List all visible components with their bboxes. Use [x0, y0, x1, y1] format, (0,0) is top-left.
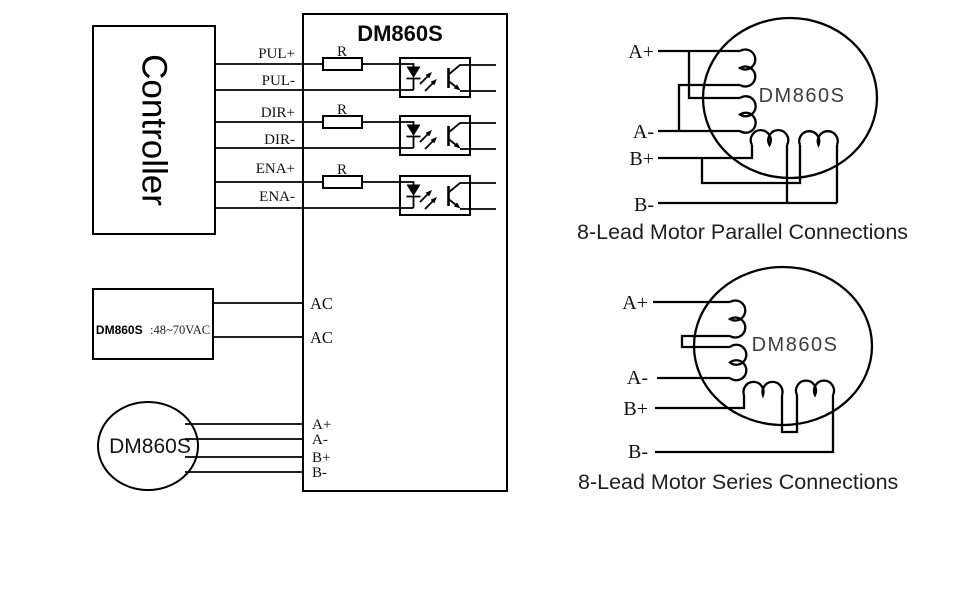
- resistor-label: R: [337, 102, 347, 118]
- series-terminal-a-plus: A+: [622, 292, 648, 314]
- parallel-coil-b1: [749, 129, 790, 148]
- power-supply-model: DM860S: [96, 323, 143, 337]
- motor-label: DM860S: [109, 435, 191, 458]
- series-caption: 8-Lead Motor Series Connections: [578, 470, 898, 494]
- motor-circle: [97, 401, 199, 491]
- resistor-label: R: [337, 162, 347, 178]
- series-connection-diagram: DM860S A+ A- B+ B- 8-Lead Motor Series C…: [578, 265, 898, 494]
- parallel-coil-a2: [737, 95, 757, 134]
- power-supply-box: [92, 288, 214, 360]
- optocoupler-row-pul: [213, 56, 498, 99]
- power-supply-voltage: :48~70VAC: [150, 323, 210, 337]
- parallel-caption: 8-Lead Motor Parallel Connections: [577, 220, 908, 244]
- parallel-connection-diagram: DM860S A+ A- B+ B- 8-Lead Motor Parallel…: [577, 16, 908, 244]
- motor-wires: [185, 423, 303, 473]
- motor-terminal-label-b-plus: B+: [312, 450, 330, 466]
- parallel-phase-a-wires: [658, 49, 740, 133]
- optocoupler-row-ena: [213, 174, 498, 217]
- motor-terminal-label-b-minus: B-: [312, 465, 327, 481]
- signal-label-ena-plus: ENA+: [256, 161, 295, 177]
- ac-terminal-label: AC: [310, 328, 333, 347]
- series-terminal-b-plus: B+: [623, 398, 648, 420]
- series-terminal-b-minus: B-: [628, 441, 648, 463]
- series-coil-a2: [728, 343, 748, 382]
- optocoupler-row-dir: [213, 114, 498, 157]
- ac-terminal-label: AC: [310, 294, 333, 313]
- series-coil-b1: [742, 380, 784, 399]
- series-coil-b2: [794, 379, 836, 398]
- parallel-terminal-a-plus: A+: [628, 41, 654, 63]
- driver-box: [302, 13, 508, 492]
- parallel-phase-b-wires: [658, 145, 839, 205]
- controller-label: Controller: [135, 54, 174, 206]
- series-phase-b-wires: [655, 395, 835, 454]
- motor-terminal-label-a-minus: A-: [312, 432, 328, 448]
- series-motor-label: DM860S: [752, 334, 839, 356]
- driver-title: DM860S: [357, 21, 443, 46]
- motor-terminal-label-a-plus: A+: [312, 417, 331, 433]
- parallel-terminal-b-plus: B+: [629, 148, 654, 170]
- parallel-terminal-b-minus: B-: [634, 194, 654, 216]
- signal-label-dir-minus: DIR-: [264, 132, 295, 148]
- power-supply-label: DM860S :48~70VAC: [96, 321, 210, 338]
- signal-label-dir-plus: DIR+: [261, 105, 295, 121]
- series-phase-a-wires: [653, 300, 730, 380]
- signal-label-pul-minus: PUL-: [262, 73, 295, 89]
- series-coil-a1: [727, 299, 747, 339]
- resistor-label: R: [337, 44, 347, 60]
- parallel-terminal-a-minus: A-: [633, 121, 654, 143]
- parallel-motor-label: DM860S: [759, 85, 846, 107]
- series-terminal-a-minus: A-: [627, 367, 648, 389]
- controller-box: [92, 25, 216, 235]
- signal-label-ena-minus: ENA-: [259, 189, 295, 205]
- ac-wires: [213, 302, 303, 338]
- parallel-coil-a1: [737, 48, 757, 88]
- signal-label-pul-plus: PUL+: [258, 46, 295, 62]
- parallel-coil-b2: [798, 130, 839, 149]
